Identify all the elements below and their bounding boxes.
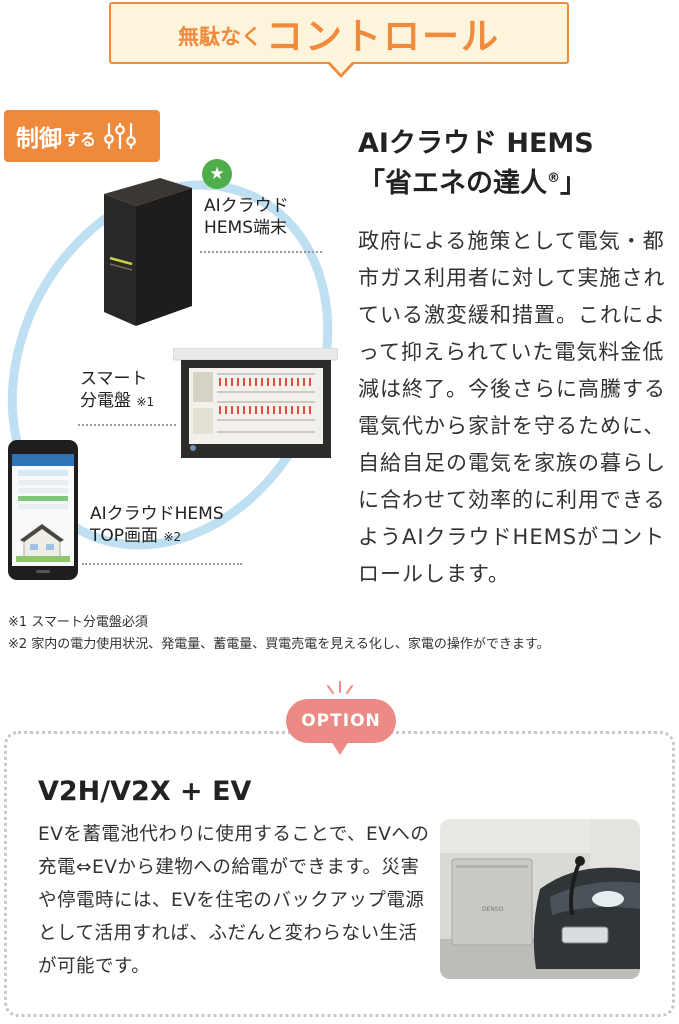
- star-icon: ★: [202, 159, 232, 189]
- sparkle-icon: [327, 681, 353, 694]
- smart-panel-image: [173, 348, 338, 458]
- footnote-2: ※2 家内の電力使用状況、発電量、蓄電量、買電売電を見える化し、家電の操作ができ…: [8, 637, 550, 652]
- product-title-line2-open: 「省エネの達人: [358, 168, 547, 199]
- hems-label-line1: AIクラウド: [204, 196, 289, 216]
- registered-mark: ®: [547, 171, 560, 186]
- control-tag: 制御 する: [4, 110, 160, 162]
- option-badge-tail: [331, 741, 349, 755]
- option-badge: OPTION: [286, 699, 396, 743]
- ev-title: V2H/V2X + EV: [38, 776, 252, 807]
- hems-terminal-label: AIクラウド HEMS端末: [204, 195, 289, 239]
- app-note: ※2: [163, 530, 182, 544]
- app-leader-line: [82, 563, 242, 565]
- smart-panel-label: スマート 分電盤 ※1: [80, 368, 154, 413]
- app-label-line2: TOP画面: [90, 526, 159, 546]
- banner-large-text: コントロール: [266, 15, 500, 58]
- panel-note: ※1: [136, 395, 155, 409]
- hems-diagram: ★ AIクラウド HEMS端末: [0, 150, 340, 600]
- footnote-1: ※1 スマート分電盤必須: [8, 615, 148, 630]
- hems-app-phone-image: [8, 440, 78, 580]
- hems-label-line2: HEMS端末: [204, 218, 287, 238]
- sliders-icon: [104, 122, 136, 150]
- ev-description: EVを蓄電池代わりに使用することで、EVへの充電⇔EVから建物への給電ができます…: [38, 824, 430, 977]
- hems-app-label: AIクラウドHEMS TOP画面 ※2: [90, 503, 224, 548]
- panel-label-line2: 分電盤: [80, 391, 131, 411]
- hems-leader-line: [200, 251, 322, 253]
- panel-leader-line: [78, 424, 176, 426]
- product-description: 政府による施策として電気・都市ガス利用者に対して実施されている激変緩和措置。これ…: [358, 229, 666, 586]
- product-title: AIクラウド HEMS 「省エネの達人®」: [358, 126, 594, 201]
- banner-tail-inner: [329, 61, 353, 74]
- banner-small-text: 無駄なく: [178, 25, 262, 49]
- footnotes: ※1 スマート分電盤必須 ※2 家内の電力使用状況、発電量、蓄電量、買電売電を見…: [8, 612, 550, 656]
- control-tag-suffix: する: [64, 130, 97, 149]
- panel-label-line1: スマート: [80, 369, 148, 389]
- hems-terminal-image: [104, 178, 192, 326]
- product-title-line2-close: 」: [560, 168, 587, 199]
- ev-charging-photo: DENSO: [440, 819, 640, 979]
- svg-text:DENSO: DENSO: [482, 906, 504, 913]
- product-title-line1: AIクラウド HEMS: [358, 128, 594, 159]
- control-tag-label: 制御: [16, 126, 62, 152]
- header-banner: 無駄なく コントロール: [109, 2, 569, 64]
- app-label-line1: AIクラウドHEMS: [90, 504, 224, 524]
